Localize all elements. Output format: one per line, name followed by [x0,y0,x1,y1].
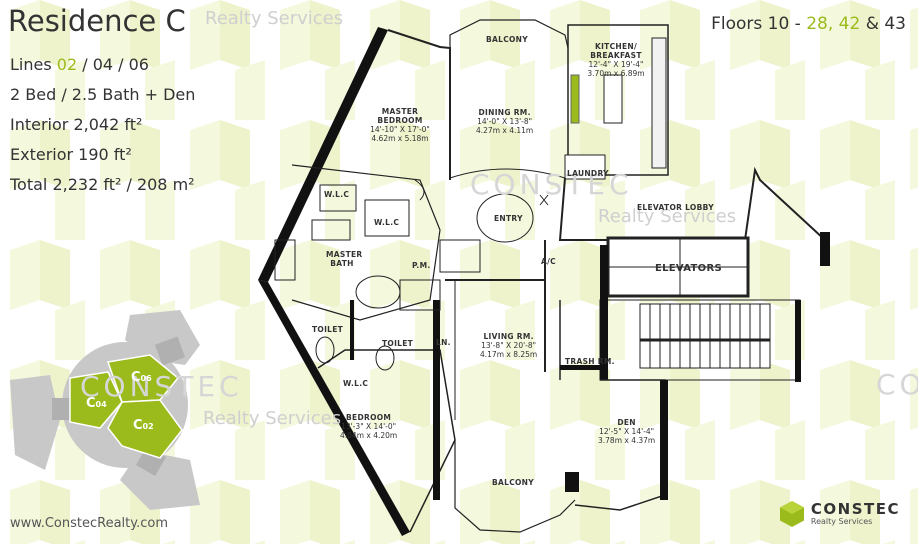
wlc-3-label: W.L.C [343,379,369,388]
watermark-sub-center: Realty Services [598,206,737,227]
living-dim-m: 4.17m x 8.25m [480,350,538,359]
linen-label: LN. [436,338,451,347]
master-bedroom-label: MASTER BEDROOM 14'-10" X 17'-0" 4.62m x … [370,107,430,143]
constec-logo: CONSTEC Realty Services [779,500,900,528]
master-bath-label: MASTER BATH [326,250,363,268]
kitchen-label: KITCHEN/ BREAKFAST 12'-4" X 19'-4" 3.70m… [585,42,647,78]
total-area: Total 2,232 ft² / 208 m² [10,175,195,194]
stairs [639,303,771,369]
key-plan-towers [10,310,200,510]
dining-label: DINING RM. 14'-0" X 13'-8" 4.27m x 4.11m [476,108,533,135]
kitchen-name: KITCHEN/ BREAKFAST [590,42,642,60]
unit-c02 [107,399,183,459]
interior-area: Interior 2,042 ft² [10,115,143,134]
title-watermark: Realty Services [205,8,344,29]
line-02: 02 [56,55,78,74]
hexagon-logo-icon [779,501,804,527]
living-label: LIVING RM. 13'-8" X 20'-8" 4.17m x 8.25m [480,332,537,359]
wlc-1-label: W.L.C [324,190,350,199]
logo-sub: Realty Services [810,516,873,526]
kitchen-box [567,24,669,176]
bedroom-dim-ft: 13'-3" X 14'-0" [341,422,397,431]
website-link[interactable]: www.ConstecRealty.com [10,516,168,531]
floors-info: Floors 10 - 28, 42 & 43 [711,14,906,34]
master-dim-m: 4.62m x 5.18m [371,134,429,143]
line-06: 06 [128,55,149,74]
balcony-top-label: BALCONY [486,35,528,44]
floors-prefix: Floors 10 - [711,14,807,34]
entry-rug [476,193,534,243]
line-04: 04 [92,55,114,74]
master-dim-ft: 14'-10" X 17'-0" [370,125,430,134]
den-dim-m: 3.78m x 4.37m [598,436,656,445]
watermark-brand-right: CONSTEC [876,368,918,401]
floors-suffix: & 43 [860,14,906,34]
master-name: MASTER BEDROOM [377,107,423,125]
dining-name: DINING RM. [478,108,531,117]
balcony-top-outline [449,19,569,49]
dining-dim-ft: 14'-0" X 13'-8" [477,117,533,126]
keyplan-c06-label: C06 [131,370,152,385]
master-bath-outline [291,164,441,321]
keyplan-c04-label: C04 [86,396,107,411]
den-dim-ft: 12'-5" X 14'-4" [599,427,655,436]
balcony-bottom-outline [454,440,576,533]
bedroom-label: BEDROOM 13'-3" X 14'-0" 4.04m x 4.20m [340,413,397,440]
living-name: LIVING RM. [483,332,534,341]
ac-label: A/C [541,257,556,266]
elevator-lobby-label: ELEVATOR LOBBY [637,203,714,212]
toilet-2-label: TOILET [382,339,414,348]
kitchen-dim-m: 3.70m x 6.89m [587,69,645,78]
entry-label: ENTRY [494,214,523,223]
den-name: DEN [617,418,636,427]
logo-name: CONSTEC [810,499,900,518]
balcony-bottom-label: BALCONY [492,478,534,487]
kitchen-dim-ft: 12'-4" X 19'-4" [588,60,644,69]
toilet-1-label: TOILET [312,325,344,334]
page-title: Residence C [8,4,186,38]
southwest-wall [258,280,410,536]
watermark-brand-center: CONSTEC [470,168,633,201]
unit-c04 [69,371,123,429]
trash-label: TRASH RM. [565,357,615,366]
living-dim-ft: 13'-8" X 20'-8" [481,341,537,350]
beds-baths: 2 Bed / 2.5 Bath + Den [10,85,196,104]
west-wall [258,27,388,282]
lines-info: Lines 02 / 04 / 06 [10,55,149,74]
laundry-label: LAUNDRY [567,169,609,178]
exterior-area: Exterior 190 ft² [10,145,132,164]
bedroom-name: BEDROOM [346,413,392,422]
dining-dim-m: 4.27m x 4.11m [476,126,534,135]
bedroom-dim-m: 4.04m x 4.20m [340,431,398,440]
master-outline [387,29,451,180]
keyplan-c02-label: C02 [133,418,154,433]
lines-prefix: Lines [10,55,57,74]
pm-label: P.M. [412,261,431,270]
watermark-brand-left: CONSTEC [80,370,243,403]
floors-highlight: 28, 42 [806,14,861,34]
watermark-sub-left: Realty Services [203,408,342,429]
den-label: DEN 12'-5" X 14'-4" 3.78m x 4.37m [598,418,655,445]
elevators-label: ELEVATORS [655,263,722,274]
wlc-2-label: W.L.C [374,218,400,227]
